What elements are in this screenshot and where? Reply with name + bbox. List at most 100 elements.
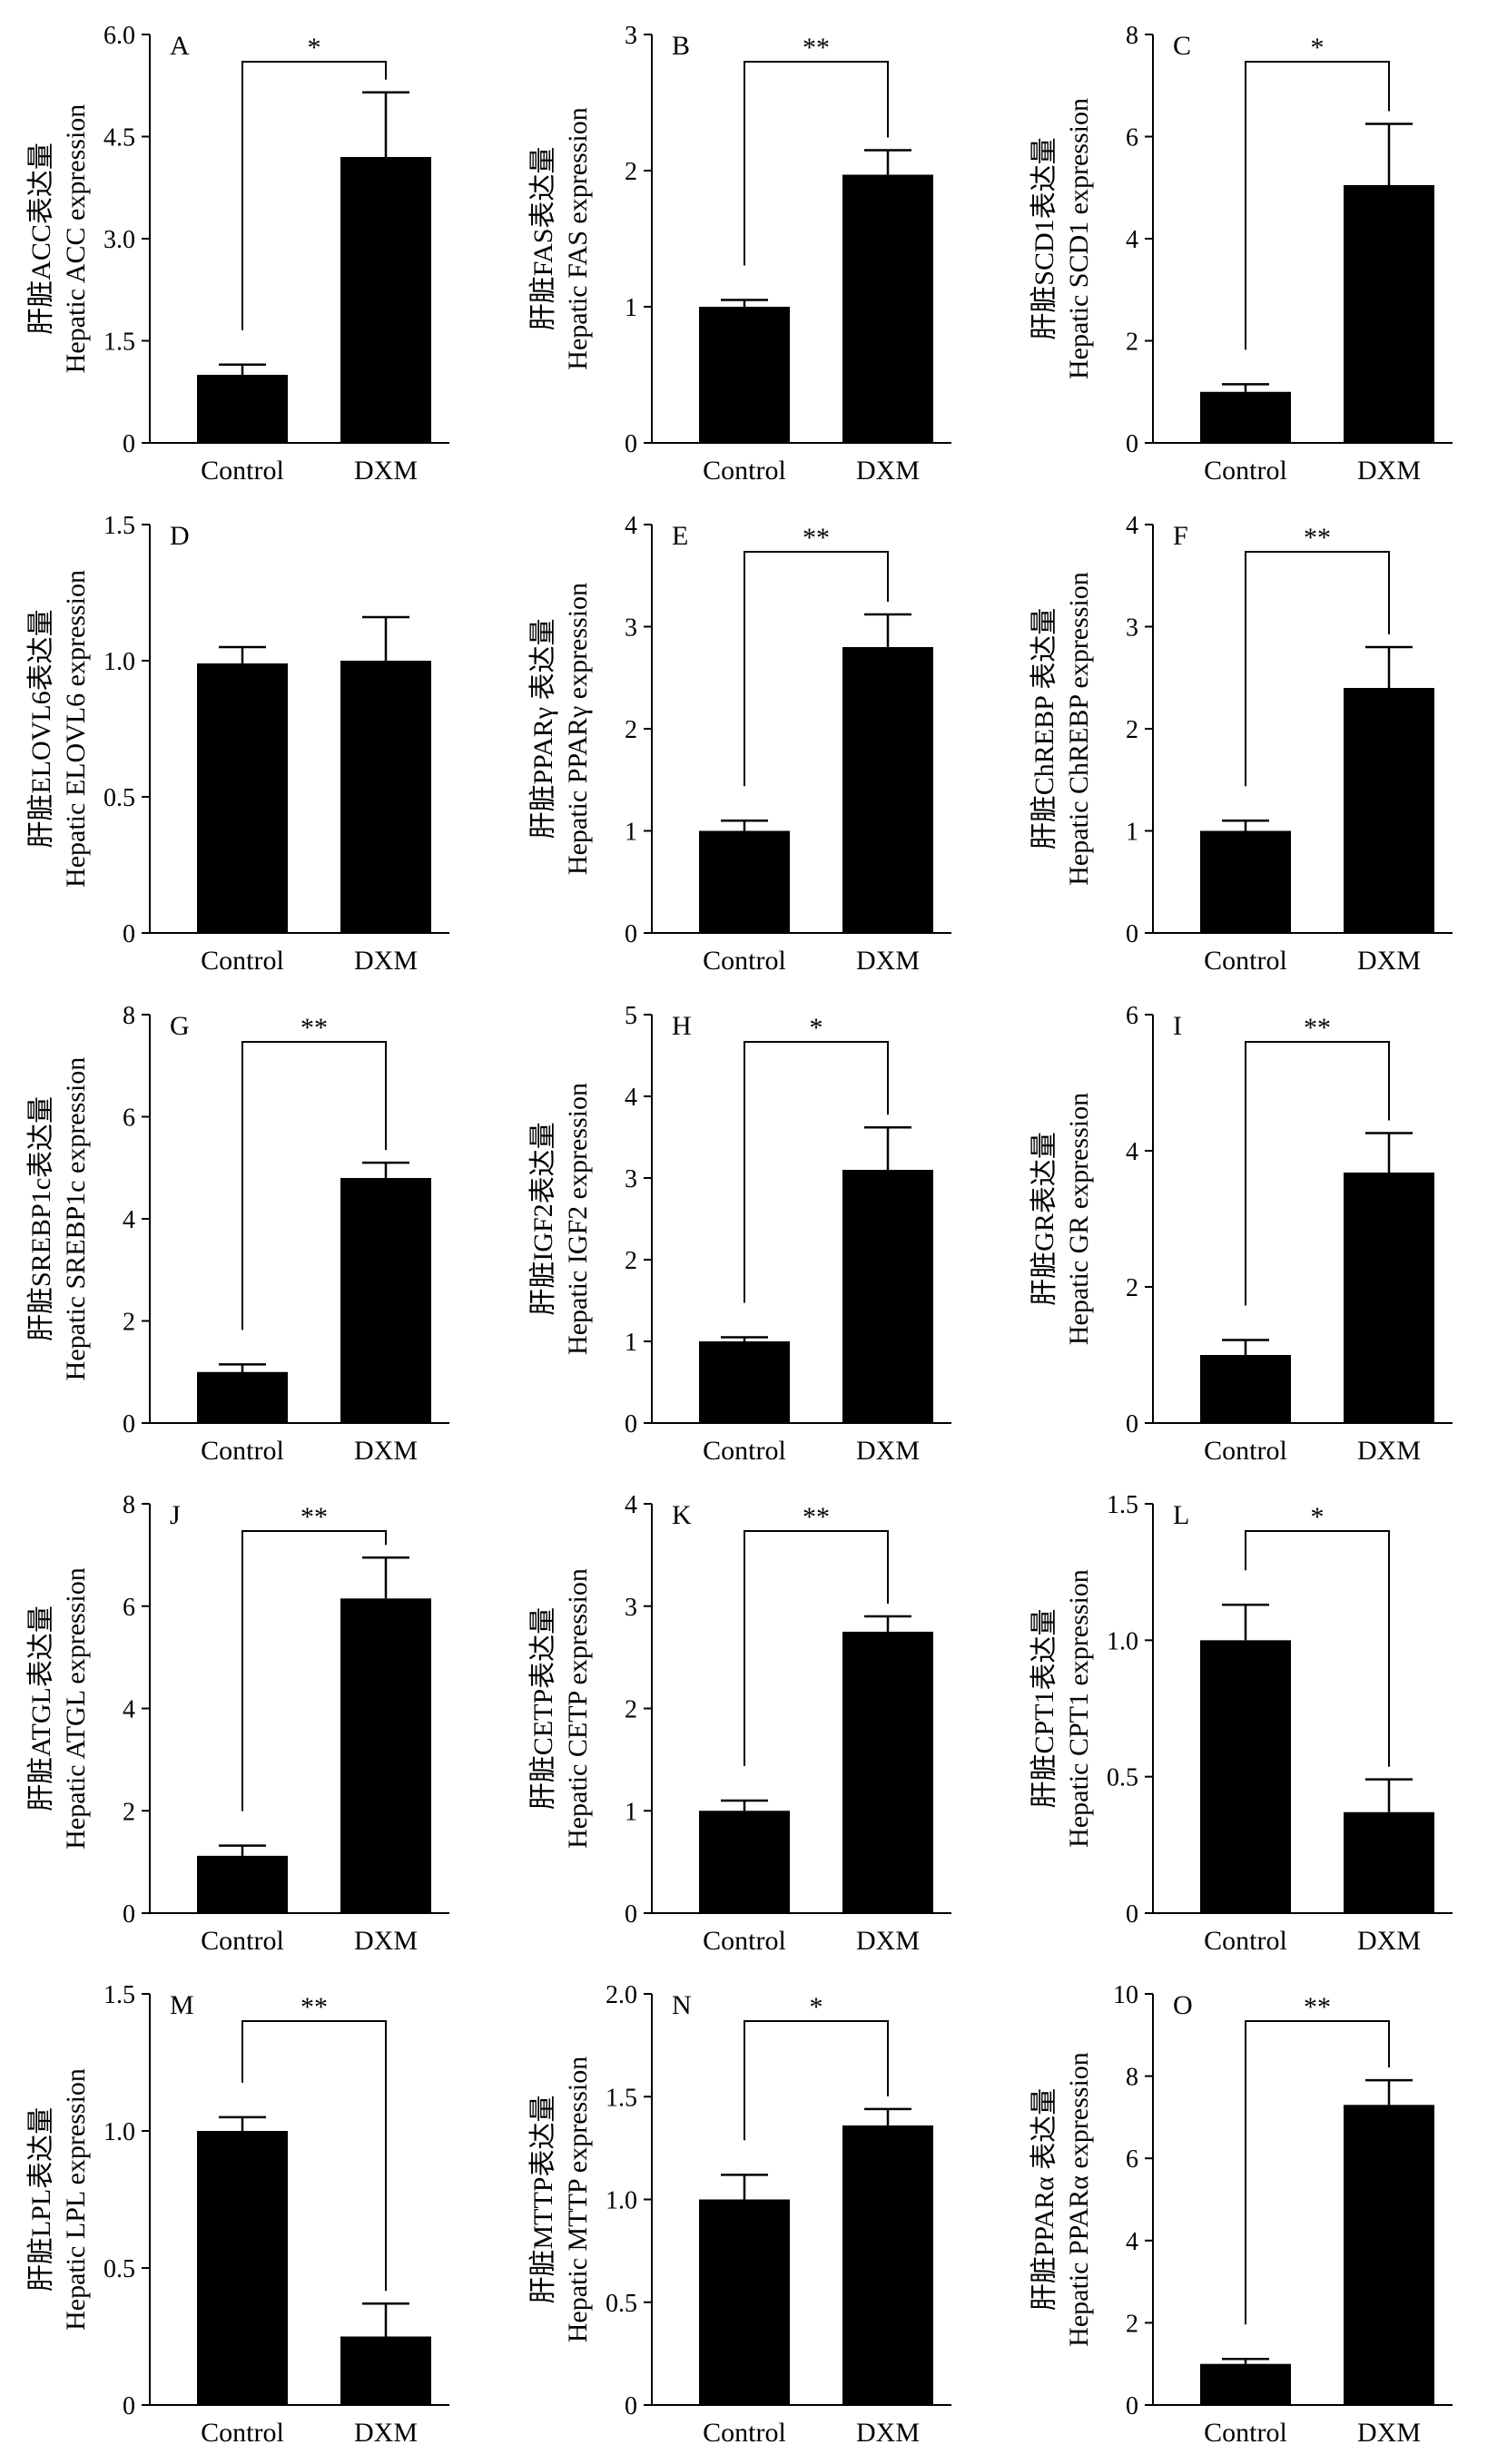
y-tick-label: 1 xyxy=(1126,819,1138,847)
y-tick-label: 2 xyxy=(1126,1274,1138,1302)
y-axis-label: Hepatic GR expression xyxy=(1064,1093,1094,1345)
panel-letter: L xyxy=(1173,1500,1189,1530)
category-label: DXM xyxy=(1357,1926,1421,1956)
y-tick-label: 0 xyxy=(625,920,637,948)
significance-mark: ** xyxy=(803,33,830,63)
significance-bracket xyxy=(241,1041,387,1330)
y-axis-label-cn: 肝脏MTTP表达量 xyxy=(528,2095,558,2303)
bar-dxm xyxy=(340,2336,431,2405)
y-tick-label: 4 xyxy=(123,1696,135,1724)
significance-mark: ** xyxy=(1304,523,1331,553)
y-tick-label: 0.5 xyxy=(1107,1764,1138,1792)
bar-dxm xyxy=(842,1170,933,1423)
y-axis-label-cn: 肝脏IGF2表达量 xyxy=(528,1122,558,1315)
bar-dxm xyxy=(340,1598,431,1913)
category-label: Control xyxy=(703,946,786,976)
y-tick-label: 2 xyxy=(625,716,637,744)
category-label: Control xyxy=(201,1926,284,1956)
panel-letter: M xyxy=(170,1990,194,2020)
category-label: DXM xyxy=(856,946,920,976)
significance-bracket xyxy=(744,61,889,266)
bar-dxm xyxy=(1344,1811,1434,1913)
y-tick-label: 4 xyxy=(1126,1138,1138,1166)
y-axis-label: Hepatic CPT1 expression xyxy=(1064,1569,1094,1848)
y-axis-label: Hepatic PPARα expression xyxy=(1064,2052,1094,2347)
y-axis-label: Hepatic MTTP expression xyxy=(563,2057,593,2342)
bar-control xyxy=(1200,2363,1291,2405)
y-tick-label: 0 xyxy=(123,430,135,458)
y-axis-label-cn: 肝脏ELOVL6表达量 xyxy=(26,609,56,848)
significance-mark: * xyxy=(308,33,321,63)
panel-letter: I xyxy=(1173,1011,1182,1041)
y-tick-label: 6 xyxy=(123,1104,135,1133)
bar-dxm xyxy=(842,174,933,443)
y-tick-label: 1.0 xyxy=(1107,1627,1138,1655)
category-label: Control xyxy=(703,1436,786,1466)
significance-bracket xyxy=(241,2020,387,2292)
significance-mark: * xyxy=(1311,33,1325,63)
y-tick-label: 2 xyxy=(1126,329,1138,357)
y-tick-label: 0 xyxy=(1126,1900,1138,1929)
bar-control xyxy=(1200,1640,1291,1913)
y-tick-label: 3 xyxy=(625,614,637,643)
y-axis-label: Hepatic ACC expression xyxy=(61,104,91,374)
significance-mark: ** xyxy=(1304,1013,1331,1043)
y-tick-label: 0.5 xyxy=(606,2290,637,2318)
bar-dxm xyxy=(340,157,431,443)
significance-bracket xyxy=(241,61,387,330)
category-label: DXM xyxy=(856,1926,920,1956)
bar-control xyxy=(699,307,790,443)
bar-dxm xyxy=(842,647,933,933)
y-tick-label: 5 xyxy=(625,1002,637,1030)
significance-mark: ** xyxy=(300,1013,328,1043)
bar-control xyxy=(197,375,288,443)
y-tick-label: 8 xyxy=(123,1491,135,1519)
y-tick-label: 4 xyxy=(1126,512,1138,540)
bar-control xyxy=(197,663,288,933)
y-tick-label: 3 xyxy=(625,1594,637,1622)
y-tick-label: 8 xyxy=(1126,2064,1138,2092)
category-label: DXM xyxy=(354,1926,418,1956)
significance-bracket xyxy=(1245,2020,1390,2325)
category-label: DXM xyxy=(1357,2418,1421,2448)
y-tick-label: 0 xyxy=(1126,430,1138,458)
significance-mark: ** xyxy=(1304,1992,1331,2022)
category-label: DXM xyxy=(856,456,920,486)
y-tick-label: 2 xyxy=(1126,2310,1138,2338)
y-tick-label: 6 xyxy=(1126,1002,1138,1030)
y-tick-label: 1.0 xyxy=(103,648,135,676)
bar-control xyxy=(699,1811,790,1913)
y-tick-label: 2 xyxy=(625,1696,637,1724)
bar-dxm xyxy=(842,1631,933,1913)
bar-control xyxy=(197,1371,288,1423)
category-label: Control xyxy=(1204,1926,1287,1956)
panel-letter: F xyxy=(1173,521,1188,551)
y-tick-label: 4.5 xyxy=(103,124,135,152)
panel-letter: C xyxy=(1173,31,1191,61)
bar-dxm xyxy=(1344,184,1434,443)
y-axis-label-cn: 肝脏CPT1表达量 xyxy=(1029,1608,1059,1808)
category-label: DXM xyxy=(1357,1436,1421,1466)
y-tick-label: 0 xyxy=(1126,920,1138,948)
panel-letter: O xyxy=(1173,1990,1193,2020)
y-axis-label: Hepatic ChREBP expression xyxy=(1064,572,1094,886)
panel-letter: A xyxy=(170,31,190,61)
panel-letter: N xyxy=(672,1990,692,2020)
y-tick-label: 8 xyxy=(1126,22,1138,50)
y-tick-label: 0 xyxy=(625,430,637,458)
y-tick-label: 3 xyxy=(625,22,637,50)
significance-mark: ** xyxy=(300,1992,328,2022)
category-label: Control xyxy=(201,456,284,486)
y-tick-label: 1.5 xyxy=(606,2084,637,2112)
significance-mark: * xyxy=(810,1992,823,2022)
panel-letter: J xyxy=(170,1500,181,1530)
y-tick-label: 1 xyxy=(625,294,637,322)
y-axis-label-cn: 肝脏CETP表达量 xyxy=(528,1607,558,1810)
